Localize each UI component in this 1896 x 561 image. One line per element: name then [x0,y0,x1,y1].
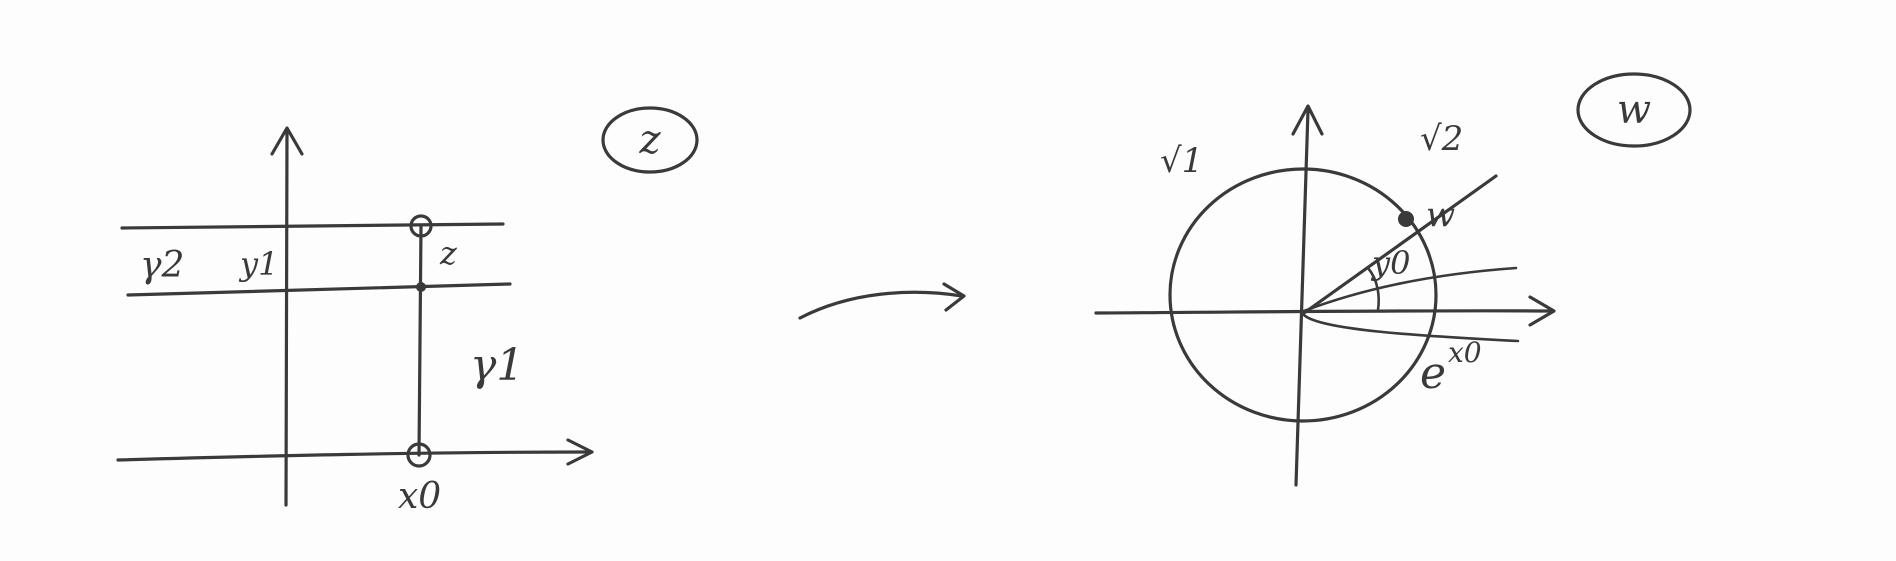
z-point-label: z [439,234,458,272]
z-plane-x-axis [116,450,592,462]
vertical-segment-gamma1 [417,224,423,457]
ray-upper-short [1302,266,1518,313]
w-plane-y-axis-arrowhead [1291,104,1324,136]
sqrt1-label: √1 [1160,141,1203,181]
z-plane-y-axis-arrowhead [270,126,304,156]
z-plane-x-axis-arrowhead [566,438,594,466]
y0-angle-label: y0 [1370,244,1410,282]
w-plane-x-axis [1094,309,1554,315]
y1-label: y1 [238,245,278,283]
w-point [1398,211,1414,227]
unit-circle [1168,167,1438,423]
w-plane-y-axis [1294,108,1310,487]
mapping-arrow-curve [798,290,964,320]
z-plane-y-axis [284,128,289,507]
junction-point [416,282,426,292]
z-plane-group: γ2 y1 z γ1 x0 z [116,106,699,517]
z-plane-badge-circle [601,106,699,174]
horizontal-line-lower-gamma2 [126,282,512,297]
gamma2-label: γ2 [140,245,184,286]
w-plane-badge-circle [1576,72,1692,148]
exp-power-label: x0 [1448,336,1482,369]
w-plane-group: √1 √2 w y0 e x0 w [1094,72,1692,487]
horizontal-line-upper [120,222,505,230]
w-point-label: w [1426,195,1455,235]
z-plane-badge-label: z [638,117,661,163]
w-plane-badge-label: w [1617,87,1651,133]
x0-point-marker [406,442,432,468]
z-point-marker [409,214,433,238]
exp-base-label: e [1420,348,1446,399]
ray-to-w [1302,174,1498,315]
sqrt2-label: √2 [1420,119,1463,159]
mapping-arrow-head [942,282,966,312]
angle-arc-y0 [1366,266,1380,312]
w-plane-x-axis-arrowhead [1528,295,1556,327]
mapping-arrow [798,282,966,320]
ray-lower-cut [1302,313,1520,343]
gamma1-label: γ1 [470,340,524,391]
x0-label: x0 [398,476,441,517]
